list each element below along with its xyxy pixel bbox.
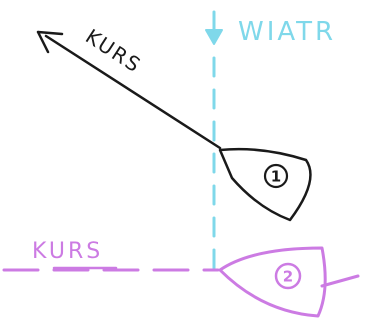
boat-1: KURS 1 — [38, 24, 310, 220]
boat-1-hull — [220, 149, 310, 220]
wind-arrow-head — [206, 30, 222, 44]
boat-2-boom — [322, 276, 358, 286]
boat-1-course-label: KURS — [81, 24, 146, 78]
wind-label: WIATR — [238, 17, 336, 47]
wind-indicator: WIATR — [206, 12, 336, 272]
boat-2: KURS 2 — [4, 239, 358, 316]
boat-2-course-label: KURS — [32, 239, 103, 264]
boat-1-number: 1 — [271, 168, 281, 186]
boat-2-hull — [220, 248, 325, 316]
boat-2-number: 2 — [283, 268, 293, 286]
boat-1-course-arrow-head — [38, 32, 62, 52]
